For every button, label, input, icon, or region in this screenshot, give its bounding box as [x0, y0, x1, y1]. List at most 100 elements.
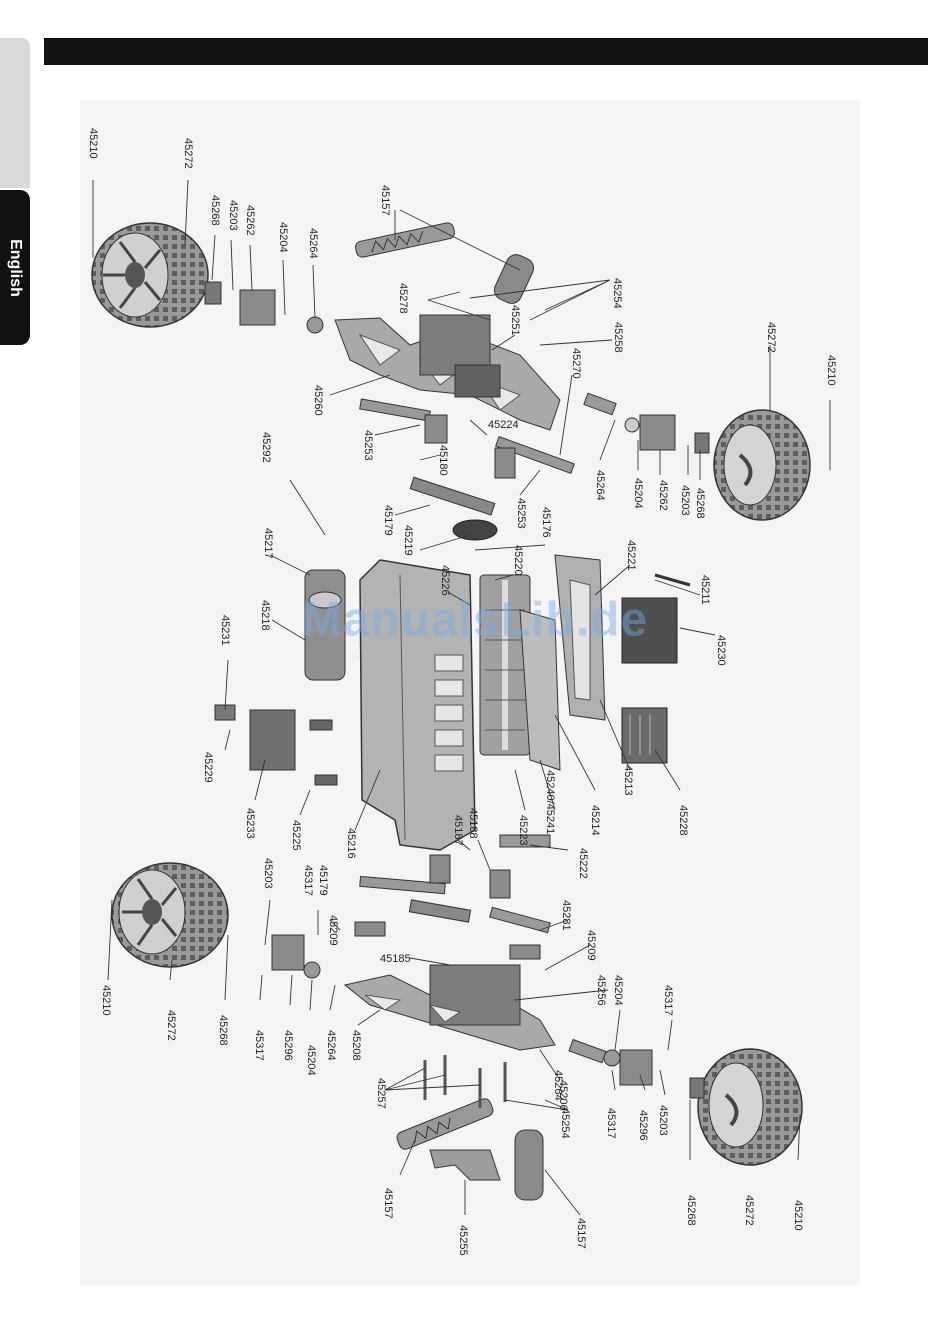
- part-label: 45257: [375, 1078, 387, 1109]
- part-label: 45221: [625, 540, 637, 571]
- part-label: 45264: [325, 1030, 337, 1061]
- part-label: 45216: [345, 828, 357, 859]
- part-label: 45264: [552, 1070, 564, 1101]
- part-label: 45203: [262, 858, 274, 889]
- part-label: 45240/45241: [544, 770, 556, 834]
- part-label: 45231: [219, 615, 231, 646]
- part-label: 45210: [100, 985, 112, 1016]
- part-label: 45292: [260, 432, 272, 463]
- part-label: 45262: [244, 205, 256, 236]
- part-label: 45220: [512, 545, 524, 576]
- part-label: 45188: [467, 808, 479, 839]
- part-label: 45253: [362, 430, 374, 461]
- part-label: 45228: [677, 805, 689, 836]
- part-label: 45210: [792, 1200, 804, 1231]
- wheel-rear-left: [111, 862, 229, 968]
- main-chassis-plate: [359, 559, 476, 851]
- part-label: 45224: [488, 419, 519, 431]
- front-suspension-arm: [334, 314, 561, 431]
- battery-strap-plates: [519, 554, 606, 771]
- part-label: 45264: [594, 470, 606, 501]
- part-label: 45218: [259, 600, 271, 631]
- part-label: 45210: [87, 128, 99, 159]
- watermark: ManualsLib.de: [301, 593, 649, 647]
- part-label: 45211: [699, 575, 711, 605]
- wheel-front-right: [713, 409, 811, 521]
- part-label: 45260: [312, 385, 324, 416]
- part-label: 45272: [743, 1195, 755, 1226]
- part-label: 45255: [457, 1225, 469, 1256]
- part-label: 45262: [657, 480, 669, 511]
- part-label: 45268: [685, 1195, 697, 1226]
- part-label: 45258: [612, 322, 624, 353]
- part-label: 45251: [509, 305, 521, 336]
- part-label: 45203: [227, 200, 239, 231]
- part-label: 45281: [560, 900, 572, 931]
- part-label: 45225: [290, 820, 302, 851]
- part-label: 45219: [402, 525, 414, 556]
- part-label: 45233: [244, 808, 256, 839]
- part-label: 45217: [262, 528, 274, 559]
- section-tab-inactive: [0, 38, 30, 188]
- part-label: 45268: [694, 488, 706, 519]
- exploded-view-drawing: 45210 45272 45268 45203 45262 45204 4526…: [87, 128, 837, 1256]
- part-label: 45264: [307, 228, 319, 259]
- wheel-rear-right: [697, 1048, 803, 1166]
- part-label: 45223: [517, 815, 529, 846]
- section-tab-english[interactable]: [0, 190, 30, 345]
- part-label: 45317: [662, 985, 674, 1016]
- part-label: 45208: [350, 1030, 362, 1061]
- part-label: 45204: [612, 975, 624, 1006]
- part-label: 45176: [540, 507, 552, 538]
- part-label: 45210: [825, 355, 837, 386]
- part-label: 45317: [302, 865, 314, 896]
- part-label: 45254: [611, 278, 623, 309]
- part-label: 45226: [439, 565, 451, 596]
- part-label: 45254: [559, 1108, 571, 1139]
- part-label: 45185: [380, 953, 411, 965]
- part-label: 45253: [515, 498, 527, 529]
- part-label: 45187: [452, 815, 464, 846]
- part-number-labels: 45210 45272 45268 45203 45262 45204 4526…: [87, 128, 837, 1256]
- part-label: 45214: [589, 805, 601, 836]
- part-label: 45179: [382, 505, 394, 536]
- part-label: 45317: [605, 1108, 617, 1139]
- exploded-view-diagram: 45210 45272 45268 45203 45262 45204 4526…: [80, 100, 860, 1285]
- part-label: 45278: [397, 283, 409, 314]
- part-label: 45268: [209, 195, 221, 226]
- part-label: 45203: [679, 485, 691, 516]
- part-label: 45270: [570, 348, 582, 379]
- part-label: 45157: [382, 1188, 394, 1219]
- part-label: 45209: [327, 915, 339, 946]
- leader-lines: [92, 179, 831, 1216]
- part-label: 45209: [585, 930, 597, 961]
- part-label: 45206: [557, 1080, 569, 1111]
- header-bar: [44, 38, 928, 65]
- part-label: 45317: [253, 1030, 265, 1061]
- part-label: 45272: [182, 138, 194, 169]
- part-label: 45203: [657, 1105, 669, 1136]
- part-label: 45157: [379, 185, 391, 216]
- rear-shock-absorbers: [396, 1055, 544, 1201]
- part-label: 45296: [282, 1030, 294, 1061]
- part-label: 45256: [595, 975, 607, 1006]
- front-hubs: [204, 281, 710, 454]
- part-label: 45230: [715, 635, 727, 666]
- part-label: 45229: [202, 752, 214, 783]
- part-label: 45157: [575, 1218, 587, 1249]
- section-tab-label: English: [7, 239, 24, 297]
- part-label: 45213: [622, 765, 634, 796]
- part-label: 45268: [217, 1015, 229, 1046]
- rear-links-and-hubs: [271, 834, 705, 1099]
- wheel-front-left: [91, 222, 209, 328]
- front-shock-absorber: [355, 222, 535, 304]
- part-label: 45272: [165, 1010, 177, 1041]
- part-label: 45204: [277, 222, 289, 253]
- part-label: 45204: [305, 1045, 317, 1076]
- part-label: 45179: [317, 865, 329, 896]
- rear-suspension-arm: [343, 964, 556, 1051]
- part-label: 45180: [437, 445, 449, 476]
- part-label: 45204: [632, 478, 644, 509]
- part-label: 45222: [577, 848, 589, 879]
- part-label: 45272: [765, 322, 777, 353]
